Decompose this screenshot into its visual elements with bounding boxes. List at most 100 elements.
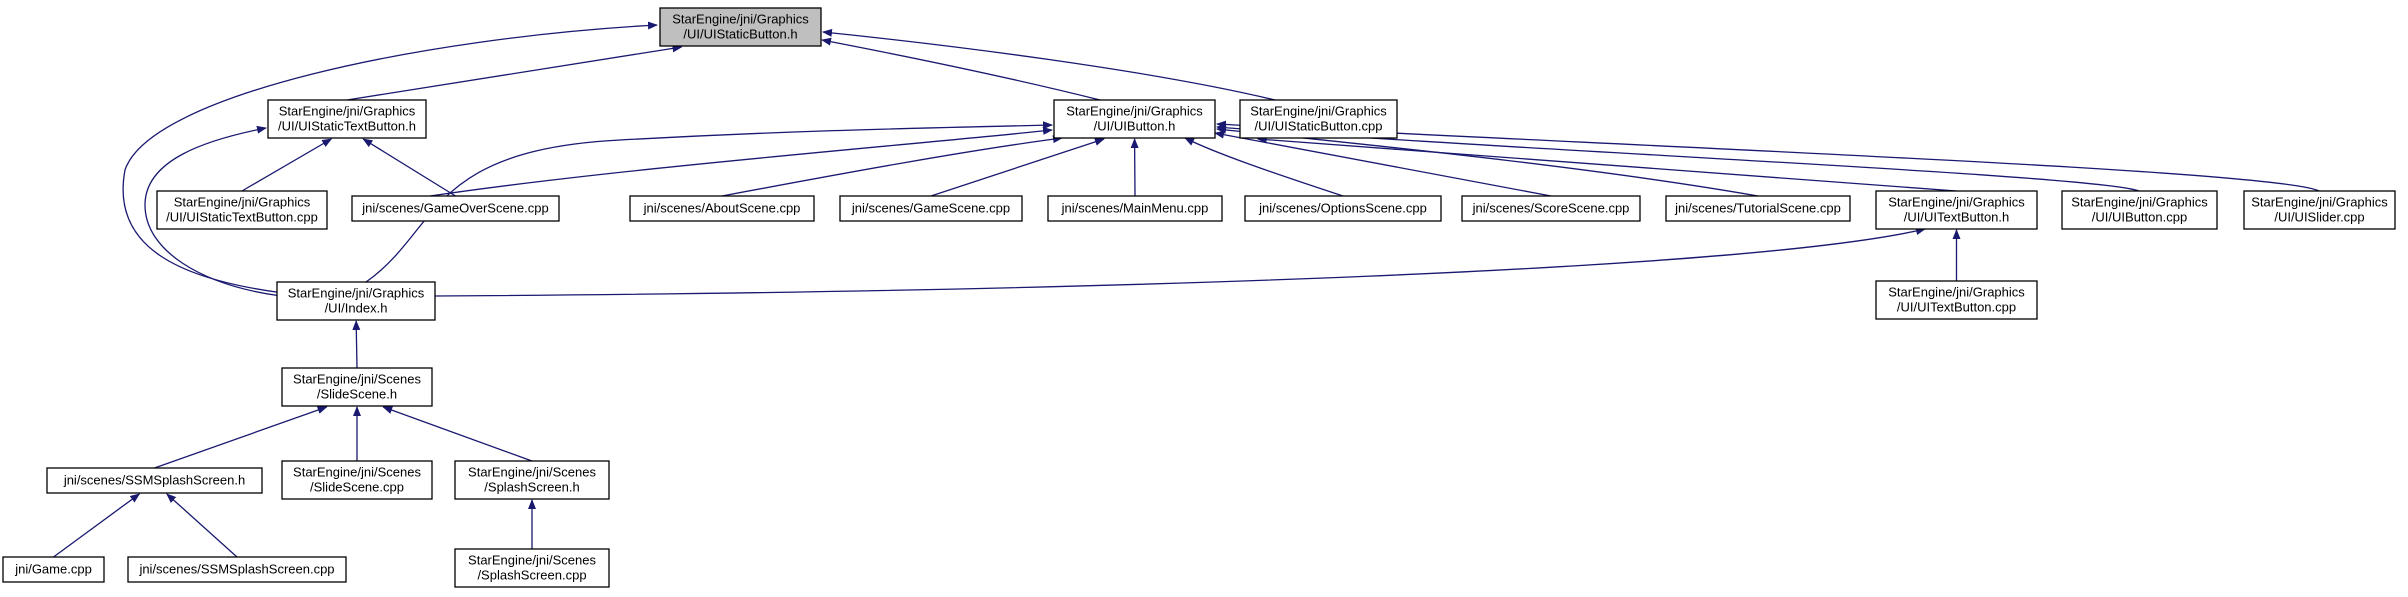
node-box — [46, 467, 263, 494]
node-label-line: /UI/UIStaticTextButton.h — [278, 119, 416, 134]
edge-n2-n0 — [821, 37, 1101, 101]
graph-node[interactable]: StarEngine/jni/Scenes/SlideScene.cpp — [281, 460, 433, 500]
graph-node[interactable]: jni/scenes/SSMSplashScreen.h — [46, 467, 263, 494]
edge-n20-n17 — [382, 406, 533, 462]
edge-n21-n18 — [53, 493, 141, 558]
graph-node[interactable]: StarEngine/jni/Graphics/UI/UITextButton.… — [1875, 280, 2038, 320]
node-label-line: jni/scenes/ScoreScene.cpp — [1472, 201, 1630, 216]
nodes-layer: StarEngine/jni/Graphics/UI/UIStaticButto… — [2, 7, 2396, 588]
graph-node[interactable]: StarEngine/jni/Scenes/SplashScreen.cpp — [454, 548, 610, 588]
node-box — [127, 556, 347, 583]
node-label-line: /UI/Index.h — [325, 301, 388, 316]
edge-n9-n2 — [1184, 137, 1344, 197]
node-label-line: StarEngine/jni/Graphics — [2071, 195, 2208, 210]
graph-node[interactable]: StarEngine/jni/Graphics/UI/Index.h — [276, 281, 436, 321]
node-label-line: /UI/UIStaticButton.cpp — [1255, 119, 1383, 134]
node-label-line: jni/scenes/AboutScene.cpp — [643, 201, 801, 216]
node-label-line: jni/scenes/TutorialScene.cpp — [1674, 201, 1841, 216]
graph-node[interactable]: jni/scenes/GameOverScene.cpp — [351, 195, 560, 222]
node-box — [1239, 99, 1398, 139]
edge-n12-n2 — [1256, 135, 1957, 192]
graph-node[interactable]: StarEngine/jni/Graphics/UI/UIStaticButto… — [1239, 99, 1398, 139]
node-label-line: StarEngine/jni/Graphics — [1888, 285, 2025, 300]
graph-node[interactable]: StarEngine/jni/Graphics/UI/UIStaticTextB… — [267, 99, 427, 139]
edge-n5-n2 — [429, 126, 1053, 197]
node-box — [1875, 280, 2038, 320]
graph-node[interactable]: jni/scenes/OptionsScene.cpp — [1244, 195, 1442, 222]
graph-node[interactable]: StarEngine/jni/Graphics/UI/UITextButton.… — [1875, 190, 2038, 230]
graph-node-root: StarEngine/jni/Graphics/UI/UIStaticButto… — [659, 7, 822, 47]
edge-n22-n18 — [166, 493, 238, 558]
node-label-line: StarEngine/jni/Graphics — [174, 195, 311, 210]
node-box — [281, 460, 433, 500]
edge-n6-n2 — [721, 135, 1063, 197]
node-label-line: StarEngine/jni/Scenes — [468, 465, 596, 480]
graph-node[interactable]: StarEngine/jni/Graphics/UI/UIButton.h — [1053, 99, 1216, 139]
node-label-line: jni/Game.cpp — [14, 562, 92, 577]
edge-n10-n2 — [1214, 130, 1552, 197]
edge-n4-n1 — [241, 138, 333, 192]
graph-node[interactable]: StarEngine/jni/Scenes/SlideScene.h — [281, 367, 433, 407]
graph-node[interactable]: jni/Game.cpp — [2, 556, 105, 583]
node-label-line: StarEngine/jni/Scenes — [293, 465, 421, 480]
graph-node[interactable]: jni/scenes/SSMSplashScreen.cpp — [127, 556, 347, 583]
node-label-line: /UI/UISlider.cpp — [2274, 210, 2364, 225]
edge-n18-n17 — [154, 406, 328, 469]
node-label-line: /SplashScreen.cpp — [477, 568, 586, 583]
node-box — [1461, 195, 1641, 222]
node-box — [351, 195, 560, 222]
node-box — [1875, 190, 2038, 230]
graph-node[interactable]: jni/scenes/GameScene.cpp — [839, 195, 1023, 222]
graph-node[interactable]: StarEngine/jni/Graphics/UI/UISlider.cpp — [2243, 190, 2396, 230]
edge-n15-n1 — [144, 125, 282, 297]
edge-n17-n15 — [352, 320, 361, 369]
node-box — [267, 99, 427, 139]
node-label-line: StarEngine/jni/Graphics — [1066, 104, 1203, 119]
node-label-line: StarEngine/jni/Graphics — [2251, 195, 2388, 210]
node-box — [2061, 190, 2218, 230]
node-box — [156, 190, 328, 230]
node-label-line: StarEngine/jni/Scenes — [293, 372, 421, 387]
edge-n11-n2 — [1216, 125, 1759, 197]
node-label-line: jni/scenes/GameOverScene.cpp — [361, 201, 548, 216]
node-label-line: StarEngine/jni/Graphics — [288, 286, 425, 301]
node-label-line: jni/scenes/SSMSplashScreen.h — [63, 473, 245, 488]
node-box — [1053, 99, 1216, 139]
node-label-line: /SplashScreen.h — [484, 480, 579, 495]
node-box — [1047, 195, 1223, 222]
edge-n1-n0 — [346, 44, 683, 101]
edge-n15-n2 — [365, 121, 1053, 283]
node-label-line: /UI/UITextButton.cpp — [1897, 300, 2016, 315]
graph-node[interactable]: StarEngine/jni/Graphics/UI/UIButton.cpp — [2061, 190, 2218, 230]
node-label-line: jni/scenes/MainMenu.cpp — [1061, 201, 1209, 216]
node-label-line: StarEngine/jni/Graphics — [672, 12, 809, 27]
node-box — [454, 460, 610, 500]
graph-node[interactable]: StarEngine/jni/Graphics/UI/UIStaticTextB… — [156, 190, 328, 230]
graph-node[interactable]: jni/scenes/AboutScene.cpp — [629, 195, 815, 222]
node-box — [1244, 195, 1442, 222]
node-label-line: /UI/UIStaticButton.h — [683, 27, 797, 42]
graph-node[interactable]: jni/scenes/MainMenu.cpp — [1047, 195, 1223, 222]
node-label-line: /UI/UITextButton.h — [1904, 210, 2010, 225]
node-label-line: StarEngine/jni/Graphics — [1888, 195, 2025, 210]
node-label-line: StarEngine/jni/Graphics — [1250, 104, 1387, 119]
node-box — [1665, 195, 1851, 222]
edge-n14-n2 — [1216, 120, 2320, 192]
edge-n15-n0 — [122, 21, 658, 294]
edge-n7-n2 — [930, 138, 1105, 197]
node-label-line: jni/scenes/GameScene.cpp — [851, 201, 1010, 216]
node-label-line: jni/scenes/SSMSplashScreen.cpp — [138, 562, 334, 577]
graph-node[interactable]: jni/scenes/ScoreScene.cpp — [1461, 195, 1641, 222]
node-box — [2, 556, 105, 583]
node-label-line: StarEngine/jni/Scenes — [468, 553, 596, 568]
node-box — [276, 281, 436, 321]
edge-n15-n12 — [434, 227, 1926, 297]
graph-node[interactable]: StarEngine/jni/Scenes/SplashScreen.h — [454, 460, 610, 500]
node-label-line: /UI/UIButton.h — [1094, 119, 1176, 134]
node-box — [281, 367, 433, 407]
edge-n5-n1 — [362, 138, 456, 197]
node-label-line: /SlideScene.cpp — [310, 480, 404, 495]
graph-node[interactable]: jni/scenes/TutorialScene.cpp — [1665, 195, 1851, 222]
node-box — [659, 7, 822, 47]
